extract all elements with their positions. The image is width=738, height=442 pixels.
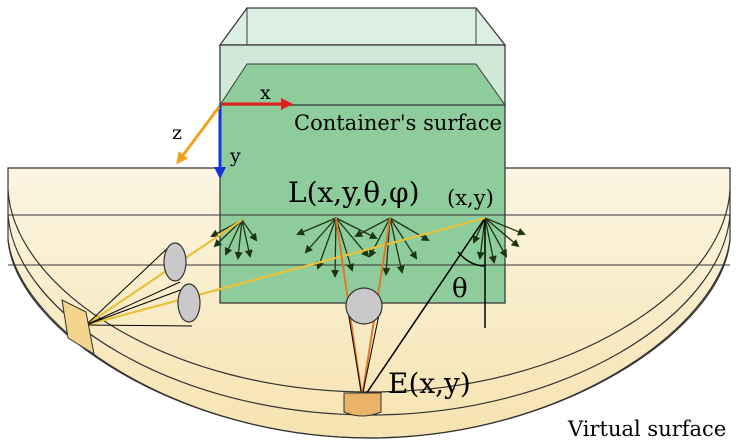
lens-circle-icon	[163, 242, 187, 282]
axis-z-label: z	[172, 122, 182, 144]
lens-circle-icon	[345, 287, 383, 325]
sensor-patch-icon	[343, 392, 382, 417]
axis-x-label: x	[260, 82, 271, 104]
normal-and-angle	[361, 217, 486, 401]
theta-label: θ	[452, 274, 468, 304]
sensor-patch-icon	[61, 299, 95, 356]
point-label: (x,y)	[447, 186, 494, 210]
radiance-label: L(x,y,θ,φ)	[288, 176, 420, 209]
irradiance-label: E(x,y)	[388, 367, 471, 400]
container	[218, 7, 507, 304]
axis-y-label: y	[229, 145, 241, 167]
left-cameras	[61, 242, 201, 356]
lens-circle-icon	[177, 283, 201, 323]
virtual-surface-label: Virtual surface	[567, 417, 726, 441]
z-axis-arrow	[176, 106, 221, 165]
yellow-rays	[85, 216, 486, 327]
container-surface-label: Container's surface	[294, 111, 502, 135]
axes	[176, 98, 293, 179]
bottom-camera	[343, 287, 383, 417]
radiance-arrows	[210, 217, 526, 278]
